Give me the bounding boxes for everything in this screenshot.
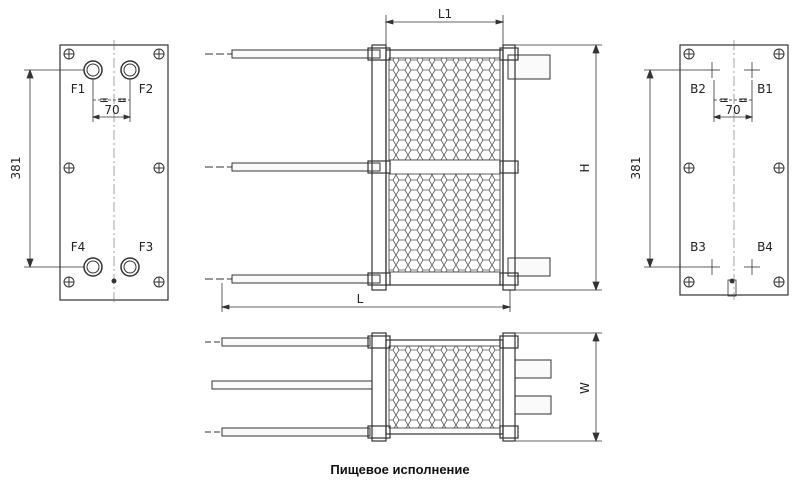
port-label-b2: B2 <box>690 82 706 96</box>
top-view: W <box>205 331 602 443</box>
port-label-b1: B1 <box>757 82 773 96</box>
back-width-label: 70 <box>725 103 740 117</box>
side-view: L1 H L <box>205 7 602 312</box>
top-view-tie-rods <box>205 337 552 437</box>
port-label-b4: B4 <box>757 240 773 254</box>
figure-caption: Пищевое исполнение <box>330 462 470 477</box>
l-label: L <box>357 292 364 306</box>
port-label-f4: F4 <box>71 240 86 254</box>
side-view-plate-pack-lower <box>388 173 501 273</box>
top-view-plate-pack <box>388 345 501 429</box>
port-label-f1: F1 <box>71 82 86 96</box>
front-plate-bolts <box>63 48 165 288</box>
port-label-f2: F2 <box>139 82 154 96</box>
side-view-plate-pack-upper <box>388 57 501 161</box>
front-width-label: 70 <box>104 103 119 117</box>
front-height-dimension <box>24 68 84 269</box>
side-view-frame <box>367 44 519 291</box>
l1-label: L1 <box>438 7 452 21</box>
h-label: H <box>578 163 592 172</box>
back-plate-port-marks <box>704 62 760 297</box>
h-dimension <box>515 43 602 292</box>
front-equal-mark-left: = <box>99 93 109 107</box>
front-equal-mark-right: = <box>117 93 127 107</box>
l-dimension <box>220 283 512 312</box>
back-equal-mark-left: = <box>719 93 729 107</box>
port-label-f3: F3 <box>139 240 154 254</box>
w-label: W <box>578 382 592 394</box>
front-plate-ports <box>83 60 140 284</box>
front-width-dimension <box>91 80 132 122</box>
top-view-frame <box>367 332 519 442</box>
front-plate-view: 381 = = 70 F1 F2 F4 F3 <box>9 40 169 305</box>
port-label-b3: B3 <box>690 240 706 254</box>
back-width-dimension <box>712 80 754 122</box>
back-plate-bolts <box>683 48 785 288</box>
back-equal-mark-right: = <box>738 93 748 107</box>
front-height-label: 381 <box>9 157 23 180</box>
back-height-label: 381 <box>629 157 643 180</box>
w-dimension <box>515 331 602 443</box>
back-height-dimension <box>644 68 704 269</box>
l1-dimension <box>384 15 505 46</box>
back-plate-view: 381 = = 70 B2 B1 B3 B4 <box>629 40 789 300</box>
